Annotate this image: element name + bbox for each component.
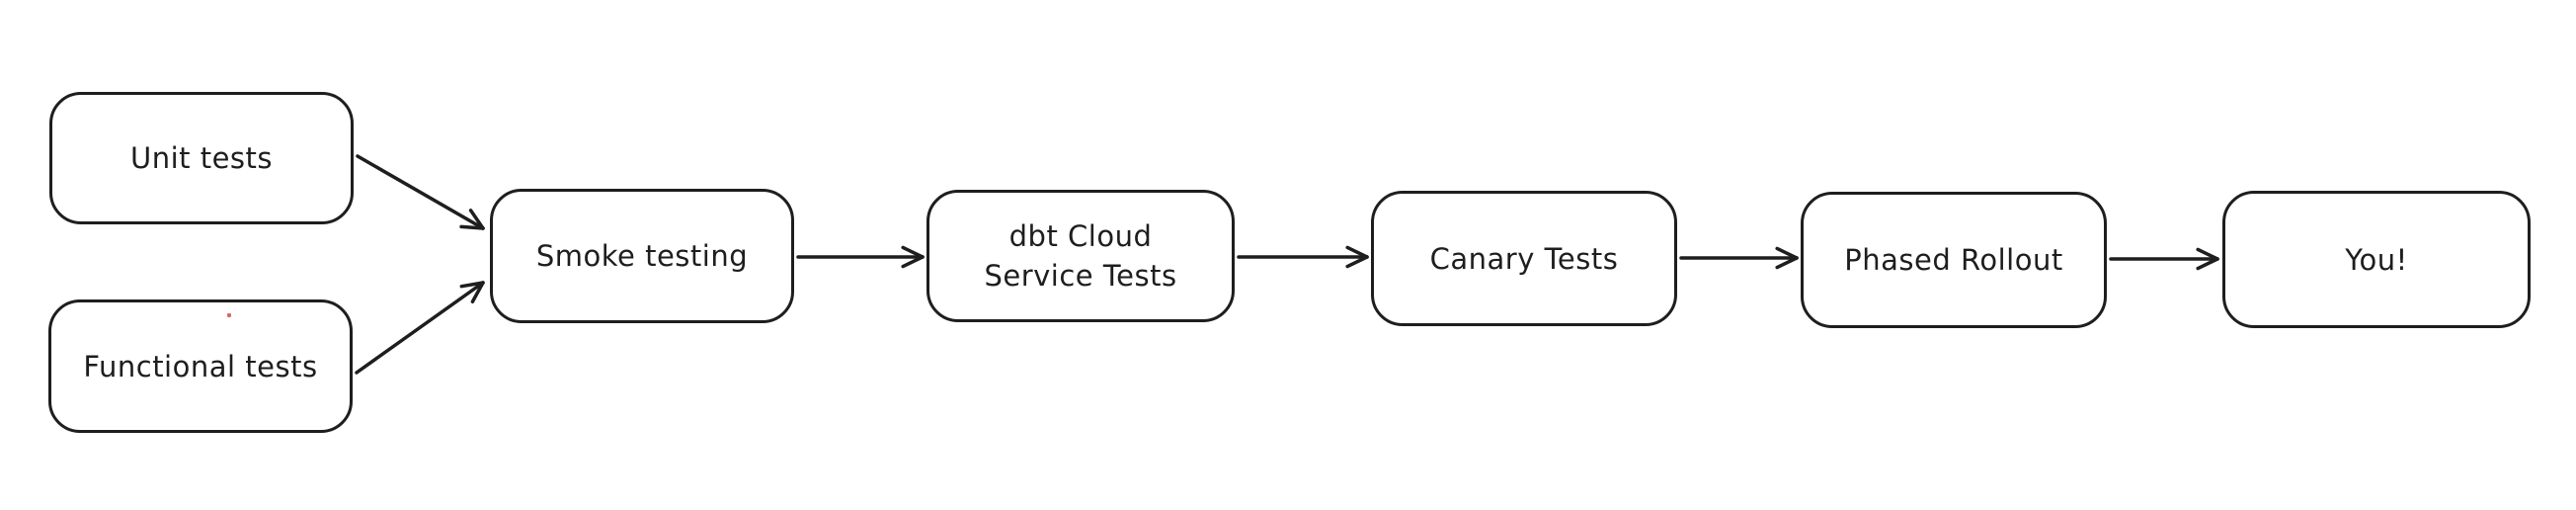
arrowhead-icon: [459, 281, 485, 289]
node-unit-tests: Unit tests: [49, 92, 354, 224]
arrowhead-icon: [901, 255, 925, 269]
node-label: Functional tests: [83, 349, 318, 383]
arrowhead-icon: [2196, 257, 2219, 271]
node-functional-tests: Functional tests: [48, 299, 353, 433]
arrow-unit-tests-to-smoke-testing: [356, 154, 485, 230]
arrow-phased-rollout-to-you: [2109, 247, 2219, 271]
node-canary-tests: Canary Tests: [1371, 191, 1677, 326]
node-you: You!: [2222, 191, 2531, 328]
node-label: Smoke testing: [535, 239, 749, 273]
arrowhead-icon: [1345, 245, 1369, 259]
arrowhead-icon: [1345, 255, 1369, 269]
node-phased-rollout: Phased Rollout: [1801, 192, 2107, 328]
arrowhead-icon: [901, 245, 925, 259]
arrow-dbt-cloud-service-tests-to-canary-tests: [1237, 245, 1369, 269]
arrowhead-icon: [2196, 247, 2219, 261]
arrowhead-icon: [1775, 246, 1799, 260]
node-label: Service Tests: [984, 259, 1177, 293]
node-label: dbt Cloud: [1008, 219, 1153, 253]
node-smoke-testing: Smoke testing: [490, 189, 794, 323]
arrowhead-icon: [470, 281, 485, 304]
node-label: Unit tests: [129, 141, 274, 175]
node-label: You!: [2345, 242, 2408, 277]
arrowhead-icon: [468, 209, 485, 230]
red-speck: [227, 313, 231, 317]
arrowhead-icon: [1775, 256, 1799, 270]
arrow-functional-tests-to-smoke-testing: [355, 281, 485, 375]
arrowhead-icon: [459, 224, 485, 230]
arrow-smoke-testing-to-dbt-cloud-service-tests: [796, 245, 925, 269]
arrow-canary-tests-to-phased-rollout: [1679, 246, 1799, 270]
node-label: Canary Tests: [1429, 241, 1619, 276]
node-label: Phased Rollout: [1844, 243, 2063, 277]
